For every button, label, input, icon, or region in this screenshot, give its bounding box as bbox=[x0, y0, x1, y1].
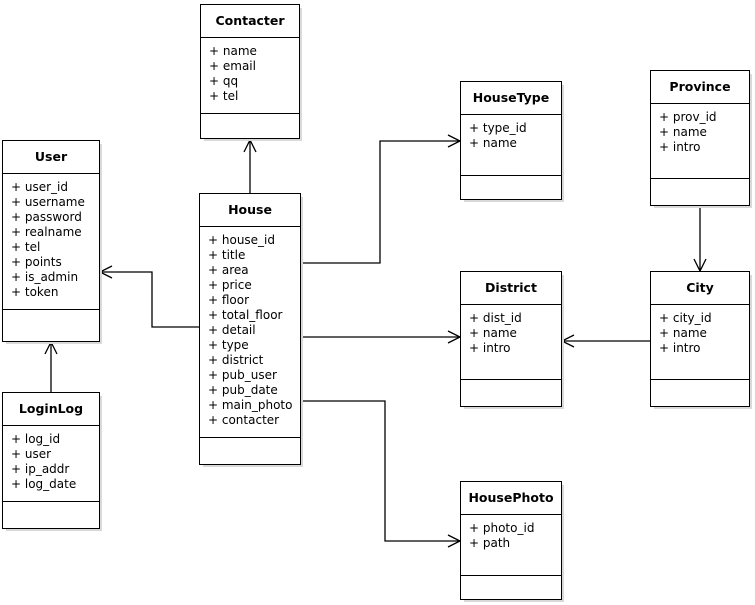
class-box-housetype[interactable]: HouseType+ type_id+ name bbox=[460, 81, 562, 200]
class-attribute: + district bbox=[208, 353, 264, 367]
class-operations-housetype bbox=[461, 176, 561, 196]
class-attribute: + user_id bbox=[11, 180, 68, 194]
class-attribute: + type bbox=[208, 338, 249, 352]
class-attributes-contacter: + name+ email+ qq+ tel bbox=[201, 38, 299, 114]
class-attribute: + email bbox=[209, 59, 256, 73]
connector-city-to-district bbox=[560, 334, 650, 348]
class-attribute: + name bbox=[659, 326, 707, 340]
class-box-user[interactable]: User+ user_id+ username+ password+ realn… bbox=[2, 140, 100, 342]
class-attribute: + ip_addr bbox=[11, 462, 70, 476]
connector-house-to-district bbox=[301, 330, 462, 344]
class-attribute: + total_floor bbox=[208, 308, 283, 322]
connector-house-to-housephoto bbox=[301, 400, 462, 548]
class-box-house[interactable]: House+ house_id+ title+ area+ price+ flo… bbox=[199, 193, 301, 465]
class-attribute: + tel bbox=[209, 89, 239, 103]
class-attribute: + username bbox=[11, 195, 85, 209]
class-attribute: + password bbox=[11, 210, 82, 224]
class-attribute: + city_id bbox=[659, 311, 712, 325]
class-attribute: + detail bbox=[208, 323, 256, 337]
class-attribute: + pub_user bbox=[208, 368, 277, 382]
class-operations-house bbox=[200, 438, 300, 458]
class-attributes-user: + user_id+ username+ password+ realname+… bbox=[3, 174, 99, 310]
class-operations-contacter bbox=[201, 114, 299, 134]
connector-loginlog-to-user bbox=[44, 340, 58, 392]
class-operations-user bbox=[3, 310, 99, 330]
class-attribute: + points bbox=[11, 255, 62, 269]
class-name-house: House bbox=[200, 194, 300, 227]
class-box-housephoto[interactable]: HousePhoto+ photo_id+ path bbox=[460, 481, 562, 600]
class-box-loginlog[interactable]: LoginLog+ log_id+ user+ ip_addr+ log_dat… bbox=[2, 392, 100, 529]
class-box-province[interactable]: Province+ prov_id+ name+ intro bbox=[650, 70, 750, 206]
class-attribute: + token bbox=[11, 285, 59, 299]
class-name-housetype: HouseType bbox=[461, 82, 561, 115]
class-attributes-province: + prov_id+ name+ intro bbox=[651, 104, 749, 179]
class-attributes-house: + house_id+ title+ area+ price+ floor+ t… bbox=[200, 227, 300, 438]
class-attribute: + name bbox=[469, 326, 517, 340]
connector-house-to-user bbox=[98, 265, 199, 328]
class-attribute: + user bbox=[11, 447, 52, 461]
class-attribute: + is_admin bbox=[11, 270, 79, 284]
class-attribute: + tel bbox=[11, 240, 41, 254]
class-attribute: + area bbox=[208, 263, 249, 277]
connector-province-to-city bbox=[693, 206, 707, 273]
class-attribute: + name bbox=[209, 44, 257, 58]
class-name-province: Province bbox=[651, 71, 749, 104]
class-operations-housephoto bbox=[461, 576, 561, 596]
class-attributes-district: + dist_id+ name+ intro bbox=[461, 305, 561, 380]
class-attribute: + log_date bbox=[11, 477, 77, 491]
class-name-contacter: Contacter bbox=[201, 5, 299, 38]
connector-house-to-housetype bbox=[301, 134, 462, 264]
class-attribute: + intro bbox=[469, 341, 511, 355]
class-attribute: + dist_id bbox=[469, 311, 522, 325]
class-attribute: + path bbox=[469, 536, 511, 550]
class-attribute: + prov_id bbox=[659, 110, 717, 124]
class-attribute: + contacter bbox=[208, 413, 280, 427]
class-operations-province bbox=[651, 179, 749, 199]
class-attributes-loginlog: + log_id+ user+ ip_addr+ log_date bbox=[3, 426, 99, 502]
class-attribute: + title bbox=[208, 248, 246, 262]
class-name-user: User bbox=[3, 141, 99, 174]
class-name-city: City bbox=[651, 272, 749, 305]
class-operations-city bbox=[651, 380, 749, 400]
connector-house-to-contacter bbox=[243, 138, 257, 193]
class-attribute: + pub_date bbox=[208, 383, 278, 397]
class-attribute: + main_photo bbox=[208, 398, 293, 412]
class-attributes-housetype: + type_id+ name bbox=[461, 115, 561, 176]
class-attribute: + floor bbox=[208, 293, 250, 307]
class-attribute: + name bbox=[659, 125, 707, 139]
class-attribute: + photo_id bbox=[469, 521, 535, 535]
class-box-contacter[interactable]: Contacter+ name+ email+ qq+ tel bbox=[200, 4, 300, 139]
class-attribute: + realname bbox=[11, 225, 82, 239]
class-box-city[interactable]: City+ city_id+ name+ intro bbox=[650, 271, 750, 407]
class-name-loginlog: LoginLog bbox=[3, 393, 99, 426]
class-attributes-housephoto: + photo_id+ path bbox=[461, 515, 561, 576]
class-operations-district bbox=[461, 380, 561, 400]
class-attributes-city: + city_id+ name+ intro bbox=[651, 305, 749, 380]
class-box-district[interactable]: District+ dist_id+ name+ intro bbox=[460, 271, 562, 407]
class-attribute: + name bbox=[469, 136, 517, 150]
class-name-housephoto: HousePhoto bbox=[461, 482, 561, 515]
class-attribute: + type_id bbox=[469, 121, 527, 135]
class-attribute: + qq bbox=[209, 74, 239, 88]
class-attribute: + intro bbox=[659, 341, 701, 355]
class-attribute: + price bbox=[208, 278, 252, 292]
class-attribute: + intro bbox=[659, 140, 701, 154]
class-operations-loginlog bbox=[3, 502, 99, 522]
class-name-district: District bbox=[461, 272, 561, 305]
class-attribute: + log_id bbox=[11, 432, 61, 446]
class-attribute: + house_id bbox=[208, 233, 276, 247]
